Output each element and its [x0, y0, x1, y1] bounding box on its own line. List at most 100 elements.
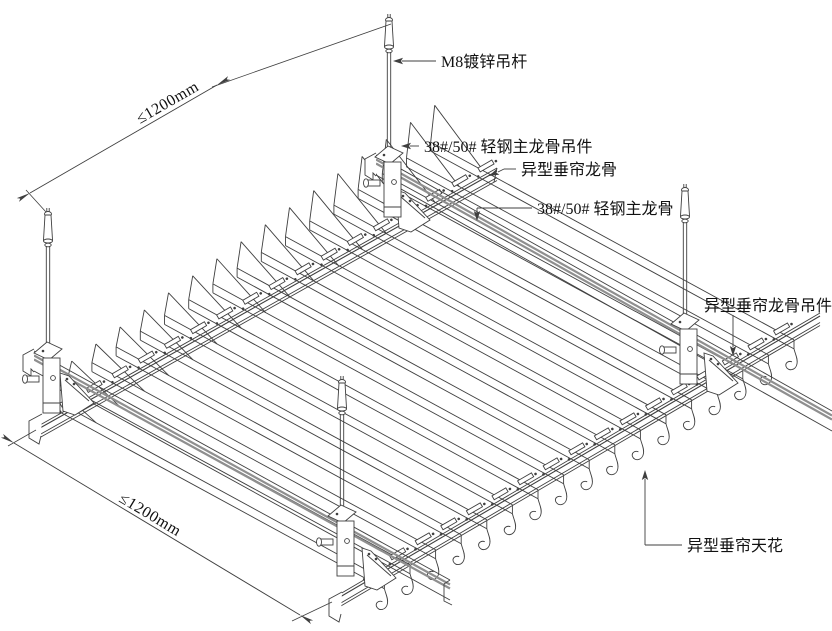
blade-bottom-edge [188, 308, 539, 500]
extension-line [25, 189, 47, 213]
carrier-clip [644, 397, 665, 416]
blade-hook-profile [375, 588, 389, 610]
clip-rivet [644, 413, 648, 416]
label-curtain-keel-hanger: 异型垂帘龙骨吊件 [704, 297, 832, 315]
hanger-rod-assembly [659, 184, 700, 385]
clip-body [294, 262, 312, 276]
clip-rivet [450, 189, 454, 193]
turnbuckle-collar [43, 238, 53, 244]
hanger-rivet [335, 512, 339, 516]
clip-body [670, 382, 688, 396]
blade-hook-profile [708, 393, 721, 416]
blade-top-edge [212, 283, 564, 476]
clip-rivet [267, 292, 271, 296]
blade-fin-front [212, 258, 218, 284]
carrier-clip [465, 502, 486, 521]
clip-body [465, 502, 484, 516]
carrier-clip [215, 306, 236, 325]
ceiling-blade [309, 190, 670, 446]
curtain-keel-hangers [59, 189, 739, 591]
clip-rivet [494, 159, 498, 163]
hanger-bolt-head [659, 345, 665, 355]
blade-hook-profile [401, 573, 414, 595]
carrier-clip [516, 472, 537, 491]
clip-body [772, 322, 791, 336]
blade-fin-slant [119, 326, 170, 376]
clip-rivet [111, 380, 114, 384]
clip-body [320, 247, 338, 261]
clip-rivet [442, 189, 445, 192]
clip-rivet [516, 488, 520, 491]
ceiling-blade [260, 224, 619, 476]
blade-hook-profile [503, 513, 517, 536]
blade-fin-front [188, 275, 194, 300]
blade-bottom-edge [140, 339, 488, 530]
clip-body [747, 337, 765, 351]
leader-line [497, 168, 505, 173]
bracket-inner-edge [400, 196, 426, 219]
curtain-ceiling-blades [43, 105, 798, 610]
blade-bottom-edge [406, 166, 769, 365]
clip-rivet [618, 428, 622, 431]
blade-bottom-edge [357, 197, 718, 395]
leader-arrow [489, 168, 500, 176]
blade-bottom-edge [67, 386, 411, 575]
clip-rivet [346, 248, 349, 252]
carrier-clip [772, 322, 793, 341]
bracket-rivet [709, 357, 713, 361]
carrier-clip [137, 350, 158, 369]
clip-rivet [439, 533, 443, 536]
clip-body [216, 306, 234, 320]
blade-fin-front [164, 292, 169, 316]
clip-rivet [483, 502, 486, 506]
hanger-bolt-head [363, 178, 369, 188]
ceiling-blade [115, 326, 465, 566]
curtain-keel-hanger-bracket [361, 547, 397, 591]
clip-body [163, 335, 182, 349]
curtain-keel-lower [328, 312, 821, 623]
blade-fin-front [406, 122, 411, 158]
clip-rivet [636, 412, 640, 416]
hanger-rivet [678, 320, 682, 324]
clip-rivet [215, 322, 219, 325]
hanger-rivet [382, 153, 386, 157]
blade-fin-front [236, 241, 242, 269]
bracket-rivet [401, 194, 405, 198]
blade-bottom-edge [236, 276, 590, 470]
hanger-strap [679, 328, 698, 385]
clip-body [440, 517, 458, 531]
hanger-bolt [366, 179, 381, 187]
clip-body [491, 487, 509, 501]
keel-end-profile [443, 579, 453, 606]
clip-rivet [102, 380, 106, 383]
clip-body [477, 159, 495, 173]
carrier-clip [439, 517, 461, 536]
ceiling-blade [139, 309, 491, 551]
bracket-rivet [716, 362, 720, 366]
clip-rivet [468, 174, 472, 178]
blade-fin-front [333, 173, 339, 206]
clip-rivet [363, 233, 367, 236]
carrier-clip [241, 291, 263, 311]
extension-line [291, 601, 333, 622]
clip-body [542, 457, 560, 471]
keel-end-profile [22, 348, 35, 377]
blade-hook-profile [606, 453, 619, 476]
label-curtain-ceiling: 异型垂帘天花 [687, 537, 783, 555]
clip-rivet [154, 350, 158, 354]
hanger-rod-assembly [363, 14, 404, 218]
ceiling-blade [188, 275, 542, 521]
turnbuckle-collar [680, 214, 690, 220]
blade-bottom-edge [164, 323, 513, 515]
turnbuckle-body [680, 190, 690, 217]
dimension-arrow [16, 193, 30, 202]
carrier-end-profile [28, 413, 43, 445]
curtain-keel-hanger-bracket [703, 352, 739, 396]
blade-hook-profile [554, 483, 568, 506]
main-keel-right [364, 152, 832, 432]
clip-rivet [764, 337, 768, 341]
turnbuckle-collar [44, 242, 52, 248]
label-main-keel: 38#/50# 轻钢主龙骨 [537, 200, 673, 218]
clip-rivet [189, 336, 193, 340]
clip-body [593, 427, 612, 441]
